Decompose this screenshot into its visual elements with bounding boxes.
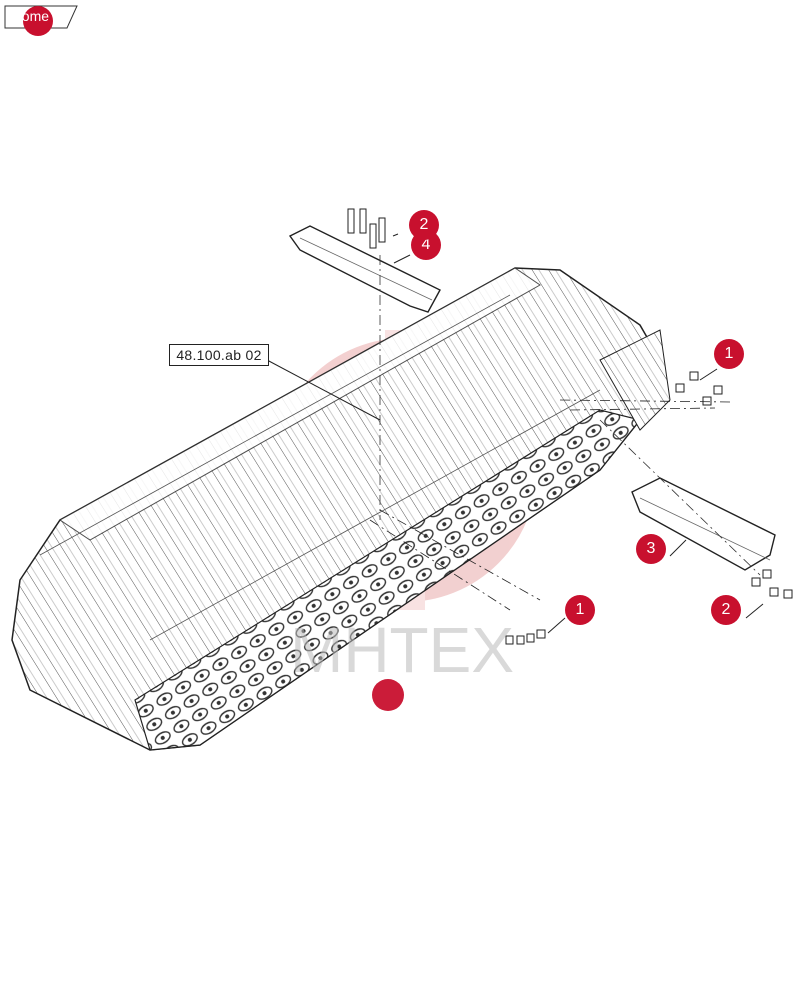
home-label: home [14, 8, 50, 24]
home-dot-icon [23, 6, 53, 36]
track-body [11, 267, 671, 751]
callout-right-1[interactable]: 1 [714, 339, 744, 369]
home-button[interactable]: home [4, 5, 78, 36]
callout-upper-2[interactable]: 2 [409, 210, 439, 240]
reference-label: 48.100.ab 02 [176, 347, 262, 363]
reference-leader [266, 359, 381, 421]
reference-dot-icon [372, 679, 404, 711]
callout-right-3[interactable]: 3 [636, 534, 666, 564]
lower-nuts [369, 509, 566, 645]
upper-guard-plate [288, 208, 441, 520]
upper-right-nuts [559, 368, 731, 411]
callout-lower-1[interactable]: 1 [565, 595, 595, 625]
lower-guard-plate [599, 419, 793, 619]
watermark-text: MHTEX [290, 614, 514, 686]
callout-lower-2[interactable]: 2 [711, 595, 741, 625]
reference-link-box[interactable]: 48.100.ab 02 [169, 344, 404, 711]
